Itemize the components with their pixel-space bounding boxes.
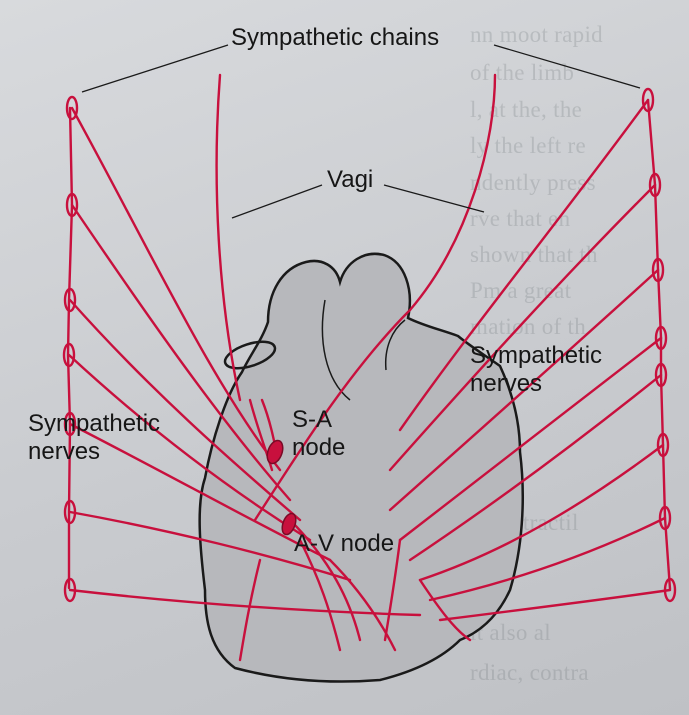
left-vagus-nerve xyxy=(217,75,240,400)
vagi-leader-right xyxy=(384,185,484,212)
label-sa-node-line1: S-A xyxy=(292,406,345,434)
chains-leader-right xyxy=(494,45,640,88)
label-sympathetic-nerves-left: Sympathetic nerves xyxy=(28,410,160,466)
label-sympathetic-nerves-right-line2: nerves xyxy=(470,370,602,398)
right-vagus-nerve xyxy=(410,75,495,310)
label-sa-node-line2: node xyxy=(292,434,345,462)
label-av-node: A-V node xyxy=(294,530,394,558)
chains-leader-left xyxy=(82,45,228,92)
label-sympathetic-nerves-left-line2: nerves xyxy=(28,438,160,466)
vagi-leader-left xyxy=(232,185,322,218)
label-sympathetic-nerves-right-line1: Sympathetic xyxy=(470,342,602,370)
label-vagi: Vagi xyxy=(327,166,373,194)
label-sa-node: S-A node xyxy=(292,406,345,462)
left-sympathetic-chain xyxy=(68,108,72,588)
label-sympathetic-chains: Sympathetic chains xyxy=(231,24,439,52)
label-sympathetic-nerves-left-line1: Sympathetic xyxy=(28,410,160,438)
label-sympathetic-nerves-right: Sympathetic nerves xyxy=(470,342,602,398)
